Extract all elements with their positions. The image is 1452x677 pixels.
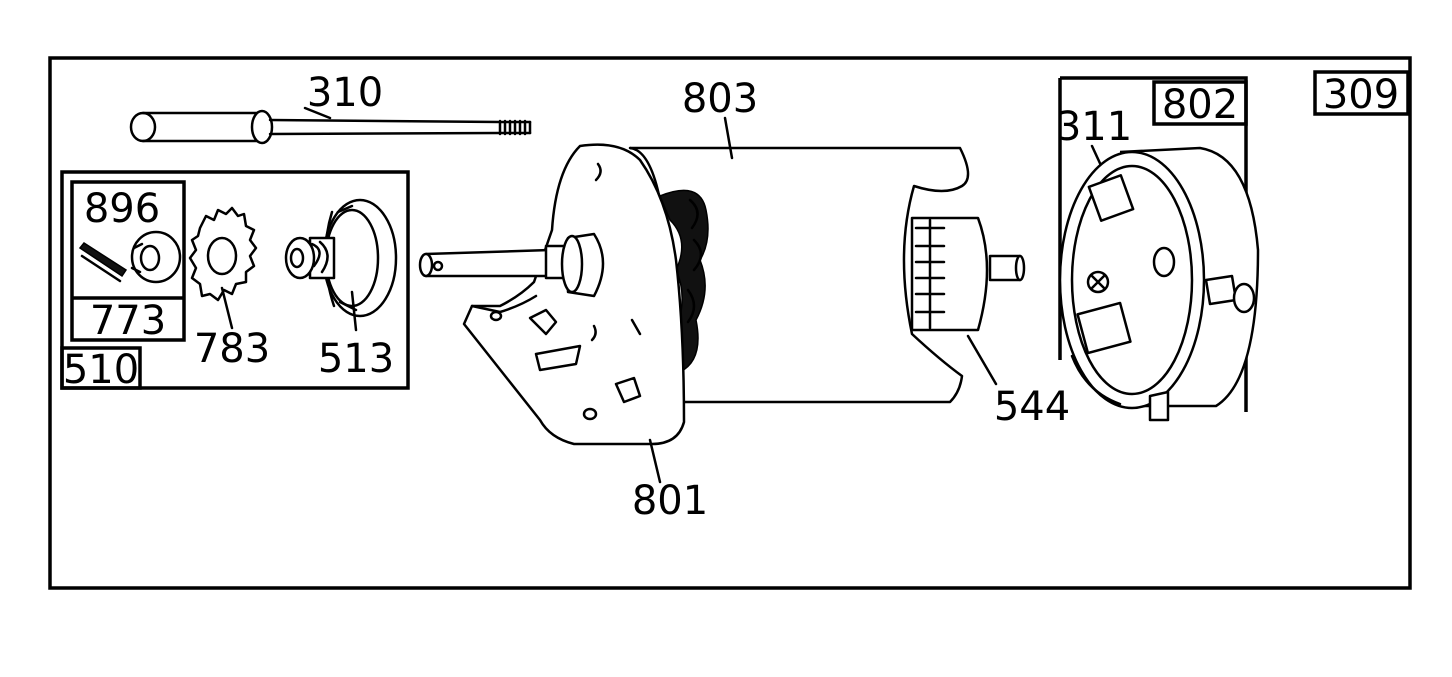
armature-label: 544 bbox=[994, 384, 1070, 430]
end-cap-assembly bbox=[1058, 146, 1260, 422]
drive-assembly bbox=[284, 198, 398, 318]
end-cap-box bbox=[1058, 76, 1248, 412]
assembly-label: 309 bbox=[1323, 72, 1399, 118]
drive-end-plate bbox=[462, 143, 686, 446]
pinion-gear bbox=[188, 206, 258, 302]
roll-pin bbox=[78, 242, 128, 283]
end-cap-label: 802 bbox=[1162, 82, 1238, 128]
pin-label: 896 bbox=[84, 186, 160, 232]
armature-shaft bbox=[418, 232, 605, 298]
assembly-label-box: 309 bbox=[1313, 70, 1410, 118]
drive-label: 513 bbox=[318, 336, 394, 382]
washer bbox=[130, 230, 182, 284]
kit-label: 510 bbox=[63, 347, 139, 393]
brush-label: 311 bbox=[1056, 104, 1132, 150]
drive-kit-box bbox=[60, 170, 410, 390]
through-bolt bbox=[129, 106, 532, 145]
diagram-frame bbox=[48, 56, 1412, 590]
gear-label: 783 bbox=[194, 326, 270, 372]
washer-label: 773 bbox=[90, 298, 166, 344]
housing-label: 803 bbox=[682, 76, 758, 122]
commutator bbox=[910, 216, 1026, 332]
drive-end-plate-label: 801 bbox=[632, 478, 708, 524]
through-bolt-label: 310 bbox=[307, 70, 383, 116]
